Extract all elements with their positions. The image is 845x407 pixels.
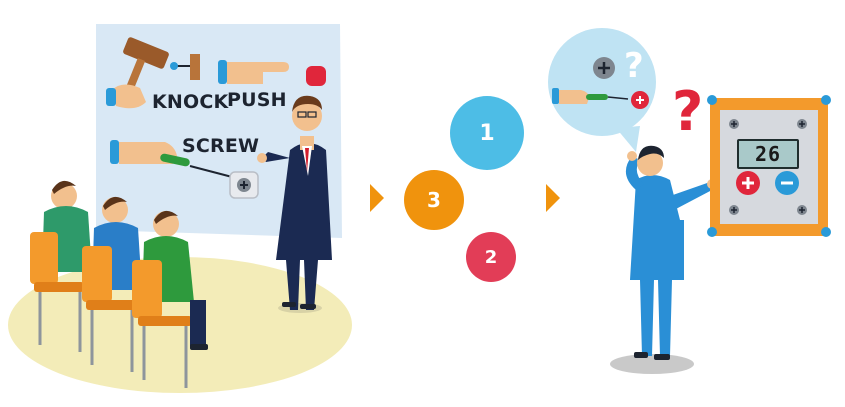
nail-target-icon [170,54,200,80]
step-1-badge: 1 [450,96,524,170]
push-finger-icon [218,60,326,86]
big-question-mark: ? [672,80,704,143]
counter-display: 26 [737,139,799,169]
step-3-badge: 3 [404,170,464,230]
screw-icon [229,171,259,199]
screw-label: SCREW [182,135,260,157]
screw-icon [729,119,739,129]
screw-icon [797,205,807,215]
audience [30,180,208,388]
screw-icon [729,205,739,215]
screwdriver-icon [110,140,237,179]
bubble-question-mark: ? [624,46,644,86]
minus-icon [775,171,799,195]
presentation-slide [96,24,342,238]
counter-device [707,95,831,237]
thought-bubble [548,28,656,152]
presenter-figure [257,95,332,313]
plus-icon [736,171,760,195]
arrow-right-icon [370,184,384,212]
step-2-badge: 2 [466,232,516,282]
push-label: PUSH [227,89,287,111]
hammer-icon [106,37,169,109]
screw-icon [797,119,807,129]
knock-label: KNOCK [152,91,229,113]
arrow-right-icon [546,184,560,212]
